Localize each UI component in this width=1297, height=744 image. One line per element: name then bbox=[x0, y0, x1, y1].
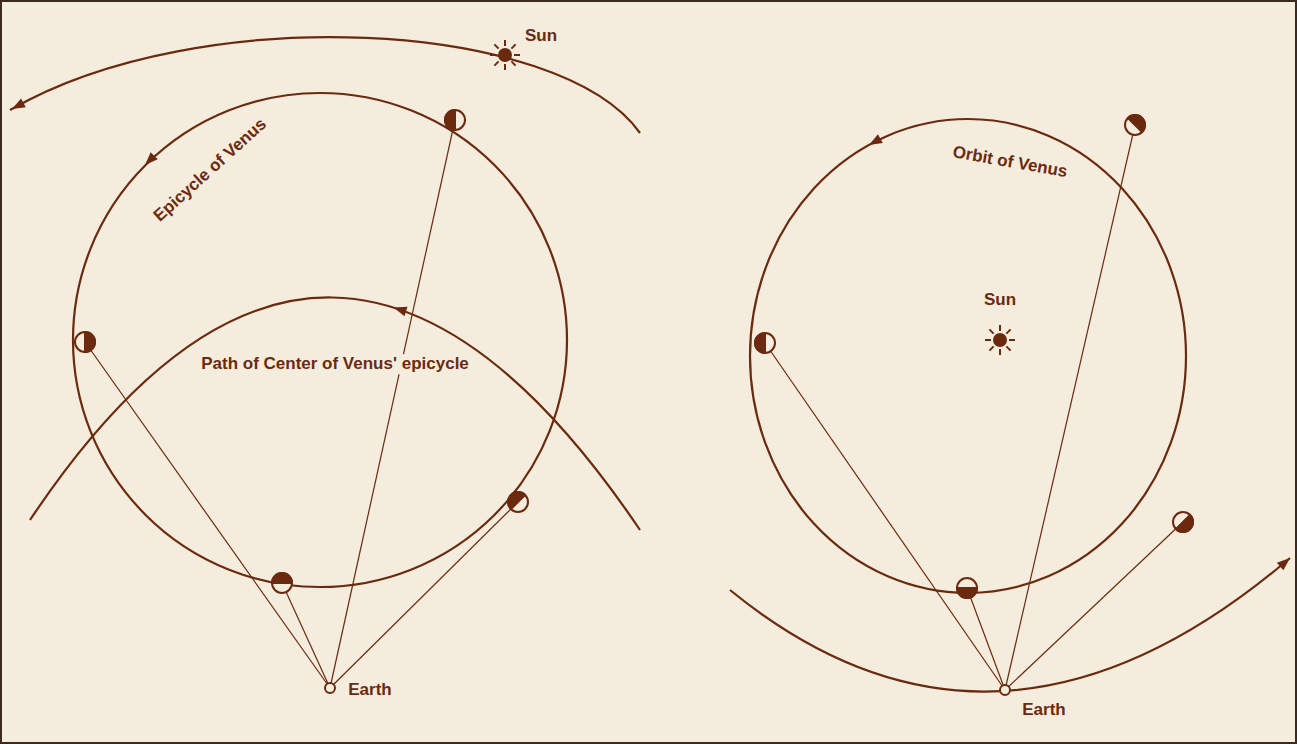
earth-orbit bbox=[730, 558, 1290, 692]
orbit-label: Orbit of Venus bbox=[951, 142, 1069, 181]
earth-label: Earth bbox=[348, 680, 391, 700]
earth-markers bbox=[325, 683, 1010, 695]
sight-lines bbox=[85, 120, 1183, 690]
sun-path bbox=[10, 37, 640, 133]
deferent-label: Path of Center of Venus' epicycle bbox=[198, 354, 472, 374]
venus-phases bbox=[75, 110, 1197, 598]
earth-label: Earth bbox=[1022, 700, 1065, 720]
sun-symbols bbox=[490, 40, 1015, 355]
epicycle-circle bbox=[73, 93, 567, 587]
sun-label: Sun bbox=[525, 26, 557, 46]
deferent-arc bbox=[30, 297, 640, 530]
arrowheads bbox=[10, 98, 1294, 570]
epicycle-label: Epicycle of Venus bbox=[150, 114, 271, 225]
sun-label: Sun bbox=[984, 290, 1016, 310]
